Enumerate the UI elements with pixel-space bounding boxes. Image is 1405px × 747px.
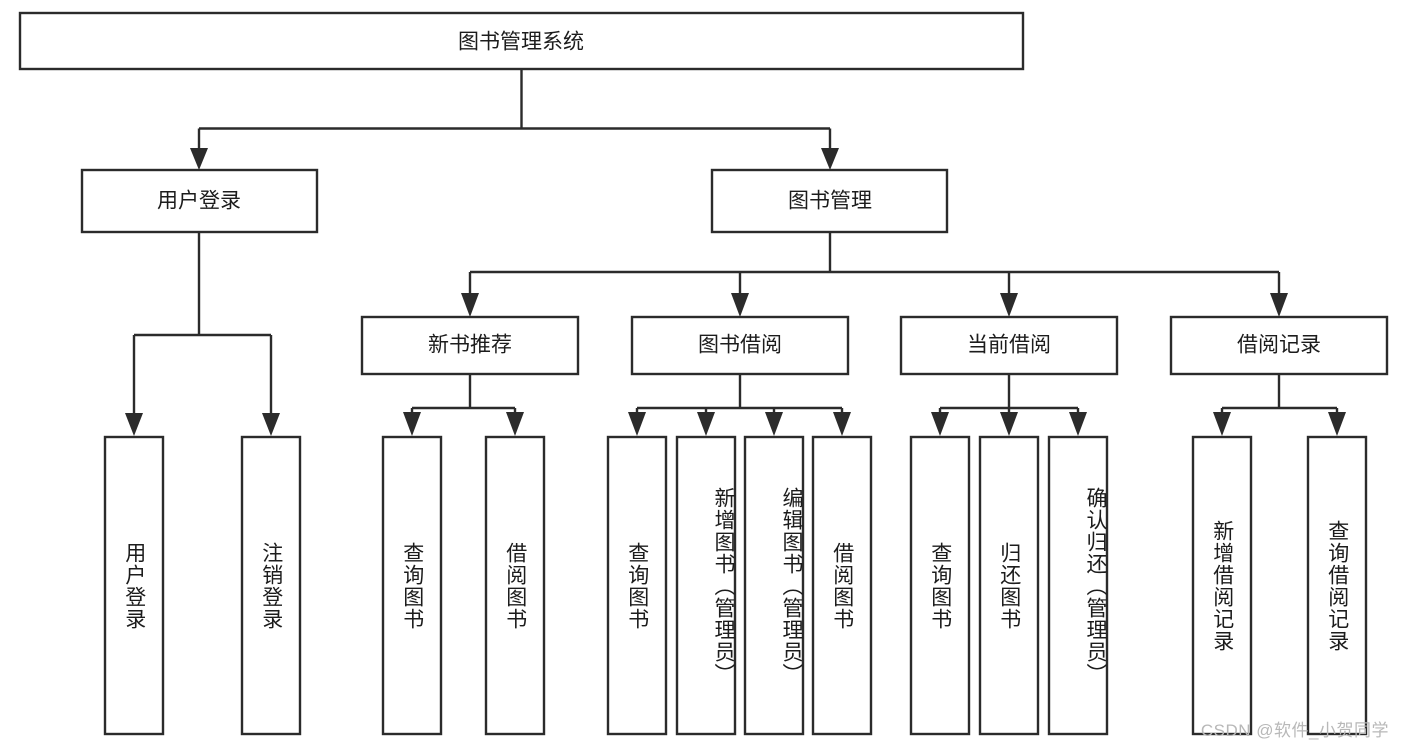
leaf-label-borrow-record-0: 新增借阅记录 [1210, 519, 1234, 652]
node-box-new-book[interactable] [360, 315, 580, 376]
connector-group-book-borrow [628, 374, 851, 436]
node-label-new-book: 新书推荐 [428, 334, 512, 357]
node-label-book-borrow: 图书借阅 [698, 334, 782, 357]
arrow-book-mgmt-to-borrow-record [1270, 293, 1288, 317]
connector-group-borrow-record [1213, 374, 1346, 436]
leaf-label-user-login-0: 用户登录 [122, 541, 146, 630]
leaf-label-current-borrow-2: 确认归还（管理员） [1084, 486, 1107, 685]
leaf-box-borrow-record-1[interactable] [1306, 435, 1368, 736]
arrow-book-mgmt-to-new-book [461, 293, 479, 317]
node-label-user-login: 用户登录 [157, 190, 241, 213]
connector-group-user-login [125, 232, 280, 436]
leaf-label-current-borrow-1: 归还图书 [997, 541, 1021, 630]
leaf-box-user-login-0[interactable] [103, 435, 165, 736]
leaf-box-user-login-1[interactable] [240, 435, 302, 736]
arrow-book-mgmt-to-current-borrow [1000, 293, 1018, 317]
arrow-current-borrow-leaf-1 [931, 412, 949, 436]
leaf-box-current-borrow-1[interactable] [978, 435, 1040, 736]
node-box-book-borrow[interactable] [630, 315, 850, 376]
leaf-label-current-borrow-0: 查询图书 [928, 541, 952, 630]
node-box-root[interactable] [18, 11, 1025, 71]
leaf-label-new-book-0: 查询图书 [400, 541, 424, 630]
arrow-current-borrow-leaf-3 [1069, 412, 1087, 436]
arrow-new-book-leaf-1 [403, 412, 421, 436]
node-label-book-mgmt: 图书管理 [788, 190, 872, 213]
leaf-label-book-borrow-2: 编辑图书（管理员） [780, 486, 803, 685]
watermark-label: CSDN @软件_小贺同学 [1200, 721, 1389, 740]
node-box-borrow-record[interactable] [1169, 315, 1389, 376]
leaf-label-book-borrow-0: 查询图书 [625, 541, 649, 630]
node-label-borrow-record: 借阅记录 [1237, 334, 1321, 357]
leaf-box-book-borrow-2[interactable] [743, 435, 805, 736]
leaf-label-book-borrow-3: 借阅图书 [830, 541, 854, 630]
leaf-box-book-borrow-3[interactable] [811, 435, 873, 736]
arrow-root-to-user-login [190, 148, 208, 170]
connector-group-root [190, 69, 839, 170]
connector-group-book-mgmt [461, 232, 1288, 317]
arrow-book-borrow-leaf-1 [628, 412, 646, 436]
arrow-root-to-book-mgmt [821, 148, 839, 170]
leaf-label-borrow-record-1: 查询借阅记录 [1325, 519, 1349, 652]
arrow-user-login-leaf-1 [125, 413, 143, 436]
leaf-box-current-borrow-2[interactable] [1047, 435, 1109, 736]
arrow-book-borrow-leaf-4 [833, 412, 851, 436]
leaf-label-user-login-1: 注销登录 [259, 541, 283, 630]
node-label-current-borrow: 当前借阅 [967, 334, 1051, 357]
node-box-user-login[interactable] [80, 168, 319, 234]
node-box-book-mgmt[interactable] [710, 168, 949, 234]
arrow-book-borrow-leaf-2 [697, 412, 715, 436]
leaf-box-new-book-0[interactable] [381, 435, 443, 736]
leaf-box-book-borrow-1[interactable] [675, 435, 737, 736]
arrow-book-borrow-leaf-3 [765, 412, 783, 436]
node-box-current-borrow[interactable] [899, 315, 1119, 376]
leaf-label-new-book-1: 借阅图书 [503, 541, 527, 630]
arrow-new-book-leaf-2 [506, 412, 524, 436]
connector-group-current-borrow [931, 374, 1087, 436]
leaf-box-book-borrow-0[interactable] [606, 435, 668, 736]
arrow-book-mgmt-to-book-borrow [731, 293, 749, 317]
arrow-user-login-leaf-2 [262, 413, 280, 436]
arrow-borrow-record-leaf-2 [1328, 412, 1346, 436]
leaf-label-book-borrow-1: 新增图书（管理员） [712, 486, 735, 685]
arrow-borrow-record-leaf-1 [1213, 412, 1231, 436]
leaf-box-borrow-record-0[interactable] [1191, 435, 1253, 736]
leaf-box-current-borrow-0[interactable] [909, 435, 971, 736]
node-label-root: 图书管理系统 [458, 31, 584, 54]
connector-group-new-book [403, 374, 524, 436]
leaf-box-new-book-1[interactable] [484, 435, 546, 736]
arrow-current-borrow-leaf-2 [1000, 412, 1018, 436]
